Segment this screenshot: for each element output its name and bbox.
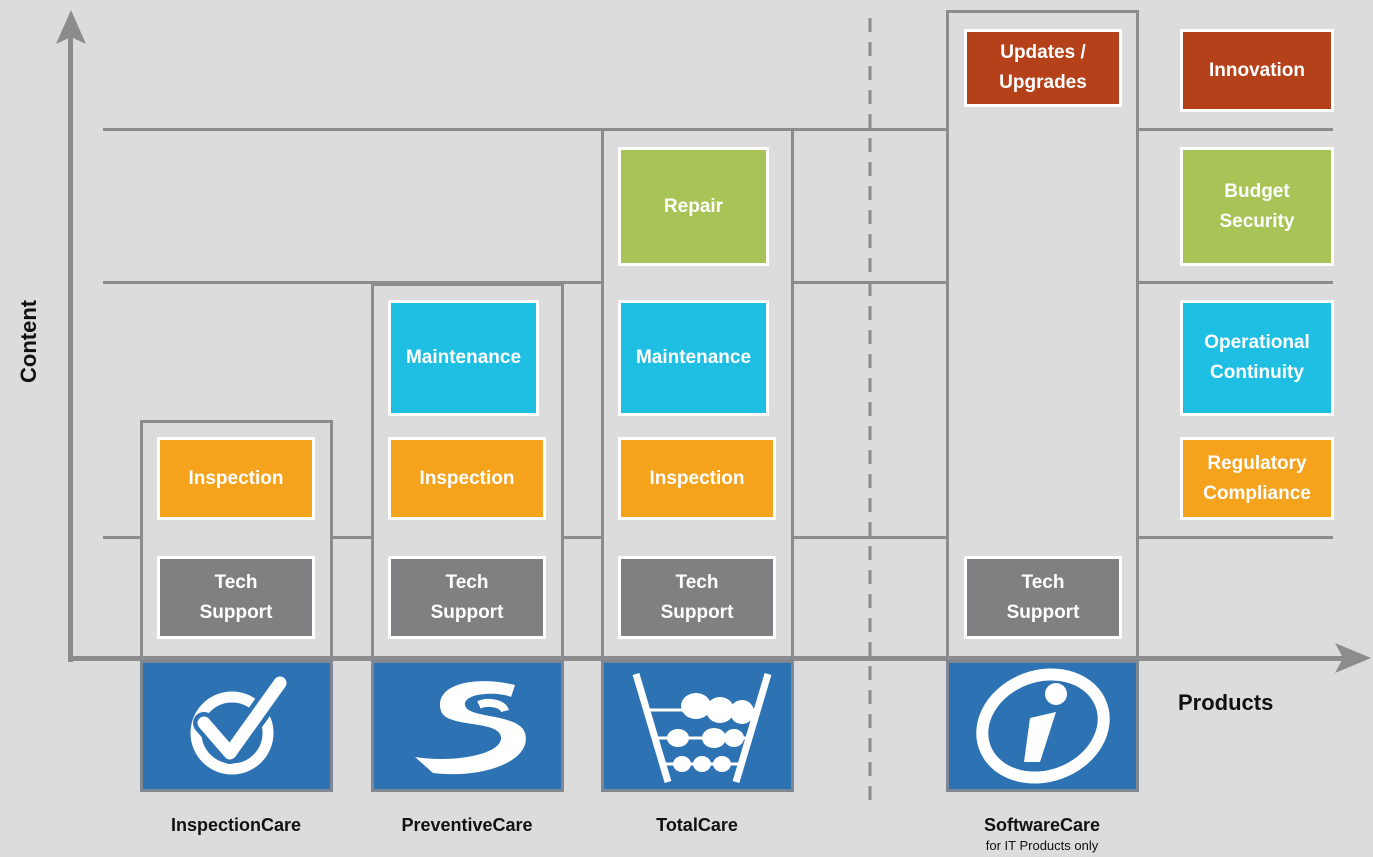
preventivecare-maintenance-box: Maintenance (388, 300, 539, 416)
info-icon (975, 668, 1110, 784)
product-note-softwarecare: for IT Products only (985, 838, 1099, 853)
inspectioncare-inspection-box: Inspection (157, 437, 315, 520)
y-axis-title: Content (16, 299, 41, 383)
benefit-budget-security-box: Budget Security (1180, 147, 1334, 266)
check-circle-icon (190, 672, 291, 775)
x-axis-title: Products (1178, 690, 1274, 715)
divider-dashed-line (868, 18, 872, 808)
totalcare-repair-box: Repair (618, 147, 769, 266)
benefit-innovation-box: Innovation (1180, 29, 1334, 112)
x-axis-arrow-icon (1335, 643, 1371, 673)
inspectioncare-tech-support-box: Tech Support (157, 556, 315, 639)
benefit-operational-continuity-box: Operational Continuity (1180, 300, 1334, 416)
softwarecare-updates-box: Updates / Upgrades (964, 29, 1122, 107)
preventivecare-tech-support-box: Tech Support (388, 556, 546, 639)
softwarecare-tile (946, 660, 1139, 792)
inspectioncare-tile (140, 660, 333, 792)
preventivecare-tile (371, 660, 564, 792)
totalcare-tech-support-box: Tech Support (618, 556, 776, 639)
totalcare-maintenance-box: Maintenance (618, 300, 769, 416)
section-sign-icon (414, 681, 526, 775)
product-label-totalcare: TotalCare (656, 815, 738, 835)
product-label-softwarecare: SoftwareCare (983, 815, 1101, 835)
benefit-regulatory-compliance-box: Regulatory Compliance (1180, 437, 1334, 520)
x-axis-line (68, 656, 1348, 661)
y-axis-line (68, 30, 73, 662)
column-softwarecare (946, 10, 1139, 660)
product-label-inspectioncare: InspectionCare (170, 815, 302, 835)
product-label-preventivecare: PreventiveCare (401, 815, 533, 835)
softwarecare-tech-support-box: Tech Support (964, 556, 1122, 639)
totalcare-tile (601, 660, 794, 792)
abacus-icon (632, 673, 771, 783)
y-axis-arrow-icon (56, 10, 86, 44)
totalcare-inspection-box: Inspection (618, 437, 776, 520)
preventivecare-inspection-box: Inspection (388, 437, 546, 520)
